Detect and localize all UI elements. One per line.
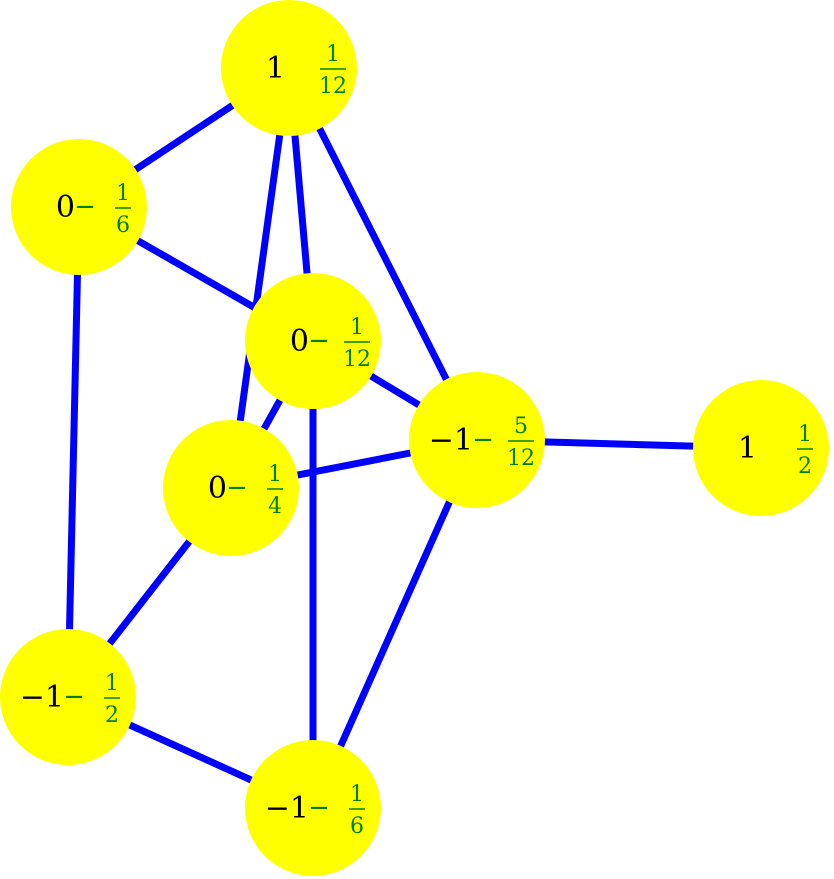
node-denominator: 12 bbox=[343, 347, 371, 372]
node-n7: −1−12 bbox=[0, 629, 136, 765]
node-circle bbox=[163, 420, 299, 556]
edge-n1-n4 bbox=[227, 67, 293, 489]
node-numerator: 1 bbox=[116, 181, 130, 206]
node-circle bbox=[693, 380, 829, 516]
node-numerator: 1 bbox=[268, 462, 282, 487]
node-sign: − bbox=[74, 192, 96, 222]
node-denominator: 12 bbox=[319, 74, 347, 99]
node-sign: − bbox=[63, 682, 85, 712]
node-integer: 0 bbox=[290, 324, 309, 359]
node-integer: −1 bbox=[429, 423, 473, 458]
node-numerator: 1 bbox=[350, 315, 364, 340]
node-n5: −1−5 12 bbox=[409, 372, 545, 508]
node-sign: − bbox=[308, 326, 330, 356]
node-sign: − bbox=[308, 793, 330, 823]
node-n1: 1 1 12 bbox=[221, 0, 357, 136]
node-integer: 0 bbox=[208, 471, 227, 506]
node-integer: −1 bbox=[20, 680, 64, 715]
node-numerator: 1 bbox=[350, 782, 364, 807]
node-n3: 0−1 12 bbox=[245, 273, 381, 409]
node-n6: 1 1 2 bbox=[693, 380, 829, 516]
node-sign: − bbox=[472, 425, 494, 455]
node-numerator: 1 bbox=[105, 671, 119, 696]
node-denominator: 6 bbox=[350, 814, 364, 839]
node-n8: −1−16 bbox=[245, 740, 381, 876]
node-circle bbox=[11, 139, 147, 275]
node-numerator: 1 bbox=[798, 422, 812, 447]
node-integer: 1 bbox=[266, 51, 285, 86]
node-denominator: 2 bbox=[105, 703, 119, 728]
node-numerator: 5 bbox=[514, 414, 528, 439]
node-n2: 0−1 6 bbox=[11, 139, 147, 275]
edge-n1-n5 bbox=[285, 66, 481, 442]
node-denominator: 12 bbox=[507, 446, 535, 471]
node-denominator: 2 bbox=[798, 454, 812, 479]
node-circle bbox=[221, 0, 357, 136]
node-denominator: 4 bbox=[268, 494, 282, 519]
node-circle bbox=[409, 372, 545, 508]
node-circle bbox=[245, 273, 381, 409]
edge-n2-n7 bbox=[64, 206, 83, 698]
node-circle bbox=[0, 629, 136, 765]
node-n4: 0−1 4 bbox=[163, 420, 299, 556]
node-integer: 1 bbox=[738, 431, 757, 466]
node-denominator: 6 bbox=[116, 213, 130, 238]
node-integer: −1 bbox=[265, 791, 309, 826]
node-circle bbox=[245, 740, 381, 876]
node-numerator: 1 bbox=[326, 42, 340, 67]
node-integer: 0 bbox=[56, 190, 75, 225]
node-sign: − bbox=[226, 473, 248, 503]
